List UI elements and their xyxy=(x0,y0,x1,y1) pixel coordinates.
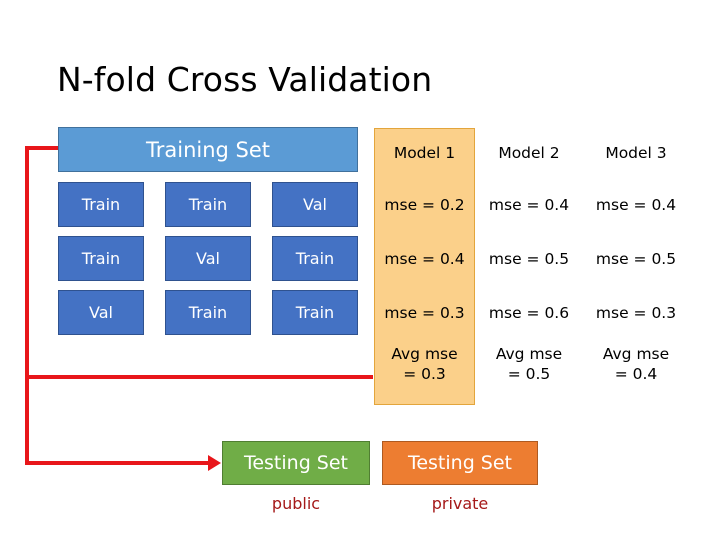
testing-set-public-label: Testing Set xyxy=(243,452,349,474)
mse-cell: mse = 0.4 xyxy=(595,196,677,214)
model-results-table: Model 1 Model 2 Model 3 mse = 0.2 mse = … xyxy=(374,128,694,404)
fold-cell-label: Val xyxy=(89,303,113,322)
avg-mse-cell: Avg mse = 0.3 xyxy=(374,344,475,384)
avg-mse-label: Avg mse xyxy=(495,345,563,363)
model-1-highlight-column xyxy=(374,128,475,405)
avg-mse-value: = 0.4 xyxy=(614,365,658,383)
training-set-label: Training Set xyxy=(145,137,271,162)
fold-cell-label: Train xyxy=(295,249,335,268)
connector-segment-vertical-main xyxy=(25,146,29,379)
fold-cell[interactable]: Val xyxy=(58,290,144,335)
fold-cell[interactable]: Train xyxy=(58,236,144,281)
fold-cell-label: Train xyxy=(295,303,335,322)
connector-arrowhead-icon xyxy=(208,455,221,471)
training-set-header[interactable]: Training Set xyxy=(58,127,358,172)
avg-mse-cell: Avg mse = 0.5 xyxy=(475,344,583,384)
page-title: N-fold Cross Validation xyxy=(57,60,433,99)
fold-cell[interactable]: Val xyxy=(165,236,251,281)
testing-set-private-label: Testing Set xyxy=(407,452,513,474)
fold-grid: Train Train Val Train Val Train Val Trai… xyxy=(58,182,358,344)
fold-cell-label: Val xyxy=(196,249,220,268)
mse-cell: mse = 0.4 xyxy=(384,250,465,268)
testing-set-public-caption: public xyxy=(271,494,321,513)
model-header-2: Model 2 xyxy=(498,144,560,162)
connector-segment-top xyxy=(25,146,61,150)
mse-cell: mse = 0.6 xyxy=(488,304,570,322)
connector-segment-to-avg-row xyxy=(25,375,373,379)
model-avg-row: Avg mse = 0.3 Avg mse = 0.5 Avg mse = 0.… xyxy=(374,340,694,404)
avg-mse-label: Avg mse xyxy=(391,345,458,363)
fold-cell[interactable]: Train xyxy=(272,290,358,335)
fold-row: Train Train Val xyxy=(58,182,358,227)
avg-mse-value: = 0.5 xyxy=(507,365,551,383)
model-mse-row: mse = 0.2 mse = 0.4 mse = 0.4 xyxy=(374,178,694,232)
connector-segment-vertical-lower xyxy=(25,375,29,465)
testing-set-public-box[interactable]: Testing Set xyxy=(222,441,370,485)
mse-cell: mse = 0.5 xyxy=(488,250,570,268)
model-mse-row: mse = 0.4 mse = 0.5 mse = 0.5 xyxy=(374,232,694,286)
fold-cell[interactable]: Train xyxy=(58,182,144,227)
mse-cell: mse = 0.4 xyxy=(488,196,570,214)
connector-segment-to-testing xyxy=(25,461,208,465)
fold-cell[interactable]: Train xyxy=(165,182,251,227)
model-mse-row: mse = 0.3 mse = 0.6 mse = 0.3 xyxy=(374,286,694,340)
mse-cell: mse = 0.3 xyxy=(595,304,677,322)
fold-cell-label: Train xyxy=(188,195,228,214)
avg-mse-cell: Avg mse = 0.4 xyxy=(583,344,689,384)
testing-set-private-caption: private xyxy=(431,494,489,513)
avg-mse-label: Avg mse xyxy=(602,345,670,363)
model-header-row: Model 1 Model 2 Model 3 xyxy=(374,128,694,178)
fold-row: Train Val Train xyxy=(58,236,358,281)
mse-cell: mse = 0.3 xyxy=(384,304,465,322)
mse-cell: mse = 0.5 xyxy=(595,250,677,268)
fold-cell[interactable]: Train xyxy=(165,290,251,335)
avg-mse-value: = 0.3 xyxy=(403,365,446,383)
model-header-3: Model 3 xyxy=(605,144,667,162)
fold-cell[interactable]: Train xyxy=(272,236,358,281)
fold-row: Val Train Train xyxy=(58,290,358,335)
model-header-1: Model 1 xyxy=(393,144,456,162)
testing-set-private-box[interactable]: Testing Set xyxy=(382,441,538,485)
fold-cell-label: Val xyxy=(303,195,327,214)
fold-cell[interactable]: Val xyxy=(272,182,358,227)
mse-cell: mse = 0.2 xyxy=(384,196,465,214)
fold-cell-label: Train xyxy=(81,249,121,268)
fold-cell-label: Train xyxy=(188,303,228,322)
fold-cell-label: Train xyxy=(81,195,121,214)
